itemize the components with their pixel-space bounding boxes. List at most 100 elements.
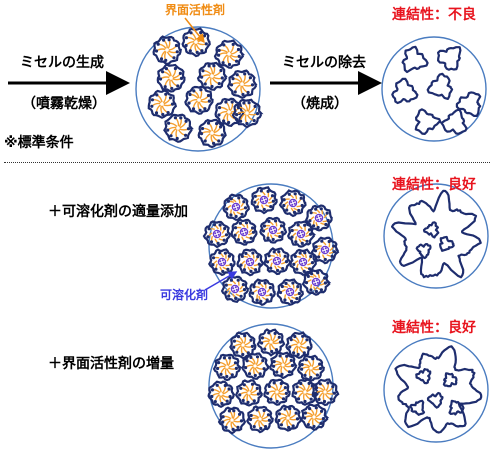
surfactant-head [237, 196, 241, 200]
surfactant-head [318, 362, 322, 366]
surfactant-head [176, 84, 180, 88]
surfactant-head [242, 101, 246, 105]
surfactant-head [242, 268, 246, 272]
micelle-ring [196, 61, 228, 91]
surfactant-head [303, 399, 307, 404]
surfactant-head [229, 197, 233, 201]
solubilizer-dot [234, 286, 237, 289]
surfactant-head [229, 278, 233, 282]
surfactant-head [265, 260, 270, 264]
micelle-ring [163, 113, 194, 143]
surfactant-head [238, 412, 242, 416]
surfactant-head [284, 391, 288, 395]
micelle [263, 378, 291, 406]
surfactant-head [200, 75, 204, 79]
surfactant-head [239, 419, 244, 423]
solubilizer-dot [318, 215, 321, 218]
surfactant-head [300, 363, 304, 367]
surfactant-head [318, 366, 323, 371]
surfactant-head [246, 400, 250, 404]
surfactant-head [246, 351, 250, 355]
surfactant-head [307, 381, 311, 385]
surfactant-head [327, 239, 331, 244]
surfactant-head [299, 381, 303, 386]
solubilizer-dot [322, 248, 325, 251]
micelle-ring [263, 378, 291, 406]
solubilizer-core [320, 245, 330, 255]
surfactant-head [272, 381, 276, 385]
surfactant-head [302, 269, 306, 273]
surfactant-head [222, 356, 226, 360]
solubilizer-dot [247, 260, 250, 263]
surfactant-head [317, 255, 321, 259]
solubilizer-dot [242, 232, 245, 235]
surfactant-head [283, 254, 287, 258]
surfactant-head [154, 111, 159, 115]
surfactant-head [283, 407, 287, 411]
surfactant-head [257, 262, 261, 266]
surfactant-head [267, 254, 271, 258]
micelle-ring [286, 220, 317, 248]
surfactant-head [210, 388, 214, 392]
surfactant-head [290, 363, 295, 368]
surfactant-head [213, 400, 217, 404]
micelle [301, 268, 332, 296]
surfactant-head [167, 121, 171, 125]
surfactant-head [270, 194, 275, 198]
surfactant-head [249, 355, 253, 359]
surfactant-head [247, 101, 251, 105]
surfactant-head [302, 351, 306, 355]
surfactant-head [242, 383, 246, 387]
solubilizer-dot [277, 260, 280, 263]
surfactant-head [220, 133, 224, 137]
surfactant-head [282, 203, 286, 208]
surfactant-head [173, 116, 177, 120]
solubilizer-dot [301, 233, 304, 236]
surfactant-head [323, 257, 327, 262]
surfactant-head [170, 86, 174, 91]
surfactant-head [241, 352, 245, 357]
solubilizer-dot [270, 228, 273, 231]
surfactant-head [218, 223, 222, 227]
surfactant-head [236, 105, 240, 109]
solubilizer-dot [317, 218, 320, 221]
solubilizer-dot [235, 288, 238, 291]
surfactant-head [253, 200, 257, 204]
fired-particle-solubilizer [383, 183, 489, 289]
isolated-pore [437, 46, 462, 71]
surfactant-head [235, 113, 239, 117]
solubilizer-dot [303, 261, 306, 264]
micelle-ring [269, 351, 298, 380]
surfactant-head [199, 30, 203, 35]
surfactant-head [312, 424, 316, 429]
surfactant-head [211, 263, 215, 267]
solubilizer-dot [287, 290, 290, 293]
micelle [212, 353, 244, 382]
surfactant-head [251, 291, 255, 295]
surfactant-head [294, 411, 298, 415]
surfactant-head [275, 370, 279, 374]
solubilizer-dot [233, 205, 236, 208]
surfactant-head [292, 351, 296, 355]
surfactant-head [310, 261, 315, 265]
micelle-ring [202, 220, 233, 249]
surfactant-head [237, 54, 241, 59]
surfactant-head [230, 373, 234, 377]
micelle-ring [152, 35, 182, 66]
micelle-ring [207, 380, 236, 409]
surfactant-head [308, 267, 312, 271]
solubilizer-dot [323, 250, 326, 253]
surfactant-head [188, 49, 192, 53]
surfactant-head [255, 205, 259, 209]
surfactant-head [216, 241, 220, 245]
surfactant-head [314, 391, 318, 395]
surfactant-head [236, 278, 240, 282]
surfactant-head [231, 427, 235, 431]
surfactant-head [203, 139, 207, 143]
surfactant-head [276, 268, 280, 273]
surfactant-head [216, 366, 220, 371]
isolated-pore [401, 45, 429, 74]
solubilizer-dot [274, 259, 277, 262]
solubilizer-dot [316, 281, 319, 284]
